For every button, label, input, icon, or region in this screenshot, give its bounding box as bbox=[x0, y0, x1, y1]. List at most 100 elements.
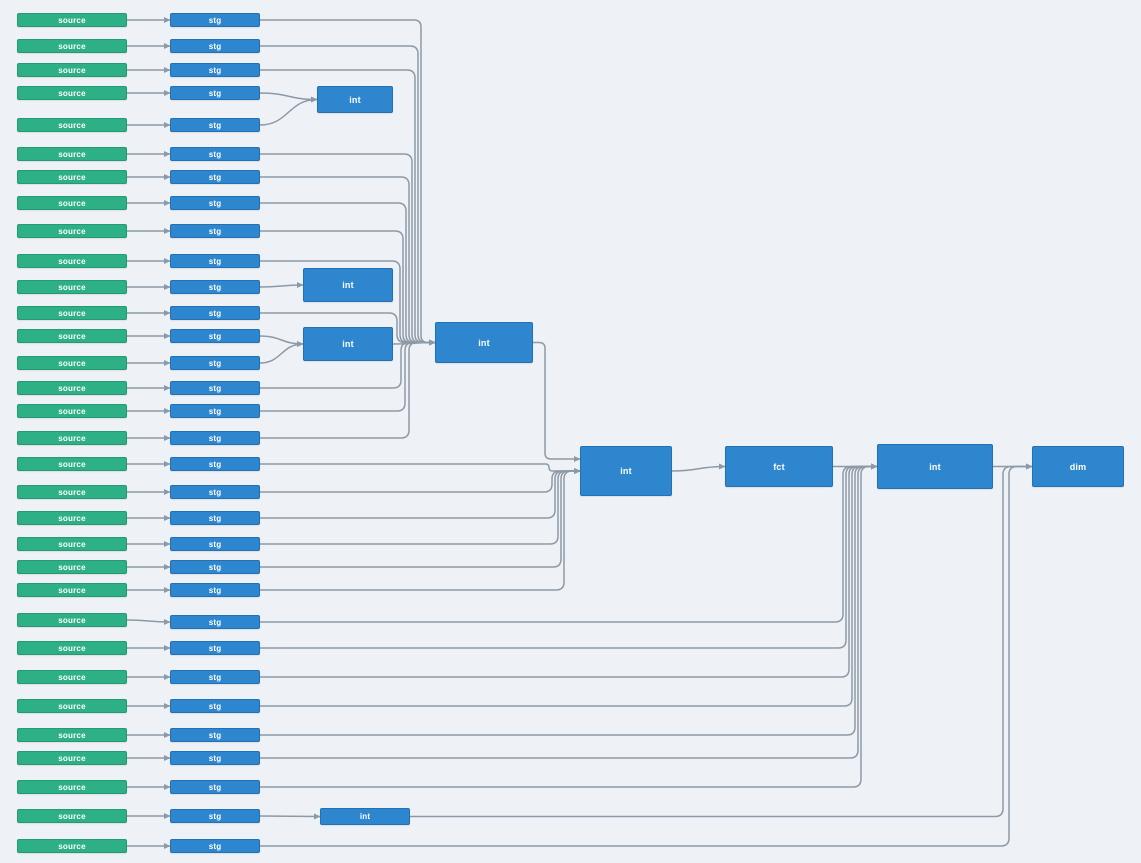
graph-node-source[interactable]: source bbox=[17, 613, 127, 627]
graph-node-source[interactable]: source bbox=[17, 404, 127, 418]
graph-node-stg[interactable]: stg bbox=[170, 329, 260, 343]
graph-node-source[interactable]: source bbox=[17, 280, 127, 294]
graph-node-stg[interactable]: stg bbox=[170, 280, 260, 294]
graph-node-stg[interactable]: stg bbox=[170, 537, 260, 551]
graph-node-stg[interactable]: stg bbox=[170, 118, 260, 132]
graph-node-source[interactable]: source bbox=[17, 381, 127, 395]
graph-node-source[interactable]: source bbox=[17, 457, 127, 471]
lineage-edge bbox=[259, 468, 581, 568]
graph-node-source[interactable]: source bbox=[17, 39, 127, 53]
graph-node-source[interactable]: source bbox=[17, 147, 127, 161]
graph-node-source[interactable]: source bbox=[17, 63, 127, 77]
graph-node-source[interactable]: source bbox=[17, 699, 127, 713]
graph-node-source[interactable]: source bbox=[17, 780, 127, 794]
graph-node-stg[interactable]: stg bbox=[170, 147, 260, 161]
lineage-edge bbox=[259, 468, 581, 591]
graph-node-stg[interactable]: stg bbox=[170, 839, 260, 853]
graph-node-stg[interactable]: stg bbox=[170, 381, 260, 395]
lineage-edge bbox=[259, 463, 878, 707]
graph-node-source[interactable]: source bbox=[17, 751, 127, 765]
graph-node-stg[interactable]: stg bbox=[170, 39, 260, 53]
graph-node-source[interactable]: source bbox=[17, 13, 127, 27]
graph-node-stg[interactable]: stg bbox=[170, 254, 260, 268]
graph-node-int[interactable]: int bbox=[317, 86, 393, 113]
lineage-edge bbox=[259, 468, 581, 493]
lineage-edge bbox=[259, 463, 878, 678]
graph-node-source[interactable]: source bbox=[17, 485, 127, 499]
graph-node-stg[interactable]: stg bbox=[170, 63, 260, 77]
graph-node-source[interactable]: source bbox=[17, 356, 127, 370]
graph-node-int[interactable]: int bbox=[303, 268, 393, 302]
graph-node-stg[interactable]: stg bbox=[170, 485, 260, 499]
graph-node-stg[interactable]: stg bbox=[170, 699, 260, 713]
graph-node-source[interactable]: source bbox=[17, 728, 127, 742]
graph-node-stg[interactable]: stg bbox=[170, 404, 260, 418]
graph-node-int[interactable]: int bbox=[580, 446, 672, 496]
graph-node-source[interactable]: source bbox=[17, 537, 127, 551]
graph-node-source[interactable]: source bbox=[17, 224, 127, 238]
graph-node-stg[interactable]: stg bbox=[170, 560, 260, 574]
lineage-edge bbox=[259, 92, 318, 103]
lineage-edge bbox=[671, 463, 726, 472]
graph-node-stg[interactable]: stg bbox=[170, 196, 260, 210]
graph-node-source[interactable]: source bbox=[17, 670, 127, 684]
graph-node-source[interactable]: source bbox=[17, 560, 127, 574]
graph-node-int[interactable]: int bbox=[303, 327, 393, 361]
graph-node-source[interactable]: source bbox=[17, 306, 127, 320]
graph-node-stg[interactable]: stg bbox=[170, 583, 260, 597]
graph-node-stg[interactable]: stg bbox=[170, 615, 260, 629]
graph-node-source[interactable]: source bbox=[17, 329, 127, 343]
graph-node-source[interactable]: source bbox=[17, 170, 127, 184]
lineage-edge bbox=[259, 463, 878, 649]
graph-node-stg[interactable]: stg bbox=[170, 809, 260, 823]
lineage-edge bbox=[259, 96, 318, 126]
lineage-edge bbox=[259, 463, 1033, 847]
graph-node-stg[interactable]: stg bbox=[170, 13, 260, 27]
graph-node-stg[interactable]: stg bbox=[170, 224, 260, 238]
lineage-edge bbox=[259, 463, 878, 759]
graph-node-stg[interactable]: stg bbox=[170, 670, 260, 684]
graph-node-source[interactable]: source bbox=[17, 583, 127, 597]
graph-node-stg[interactable]: stg bbox=[170, 511, 260, 525]
graph-node-stg[interactable]: stg bbox=[170, 431, 260, 445]
graph-node-stg[interactable]: stg bbox=[170, 457, 260, 471]
lineage-edge bbox=[259, 341, 304, 364]
lineage-edge bbox=[259, 339, 436, 439]
lineage-edge bbox=[259, 463, 878, 736]
graph-node-int[interactable]: int bbox=[435, 322, 533, 363]
graph-node-source[interactable]: source bbox=[17, 641, 127, 655]
lineage-edge bbox=[259, 813, 321, 820]
graph-node-stg[interactable]: stg bbox=[170, 170, 260, 184]
graph-node-source[interactable]: source bbox=[17, 86, 127, 100]
graph-node-stg[interactable]: stg bbox=[170, 356, 260, 370]
lineage-edge bbox=[259, 339, 436, 389]
graph-node-source[interactable]: source bbox=[17, 118, 127, 132]
graph-node-source[interactable]: source bbox=[17, 839, 127, 853]
graph-node-source[interactable]: source bbox=[17, 196, 127, 210]
graph-node-source[interactable]: source bbox=[17, 254, 127, 268]
graph-node-int[interactable]: int bbox=[320, 808, 410, 825]
graph-node-source[interactable]: source bbox=[17, 511, 127, 525]
lineage-edge bbox=[259, 463, 878, 788]
lineage-edge bbox=[259, 468, 581, 545]
graph-node-stg[interactable]: stg bbox=[170, 780, 260, 794]
lineage-edge bbox=[259, 335, 304, 347]
graph-node-int[interactable]: int bbox=[877, 444, 993, 489]
graph-node-fct[interactable]: fct bbox=[725, 446, 833, 487]
graph-node-stg[interactable]: stg bbox=[170, 641, 260, 655]
graph-node-stg[interactable]: stg bbox=[170, 306, 260, 320]
lineage-edge bbox=[409, 463, 1033, 818]
graph-node-stg[interactable]: stg bbox=[170, 728, 260, 742]
graph-node-stg[interactable]: stg bbox=[170, 86, 260, 100]
lineage-edge bbox=[532, 341, 581, 462]
lineage-edge bbox=[259, 463, 878, 623]
graph-node-dim[interactable]: dim bbox=[1032, 446, 1124, 487]
lineage-edge bbox=[259, 463, 581, 474]
graph-node-source[interactable]: source bbox=[17, 809, 127, 823]
graph-node-stg[interactable]: stg bbox=[170, 751, 260, 765]
lineage-edge bbox=[259, 176, 436, 346]
lineage-edge bbox=[259, 282, 304, 289]
graph-node-source[interactable]: source bbox=[17, 431, 127, 445]
